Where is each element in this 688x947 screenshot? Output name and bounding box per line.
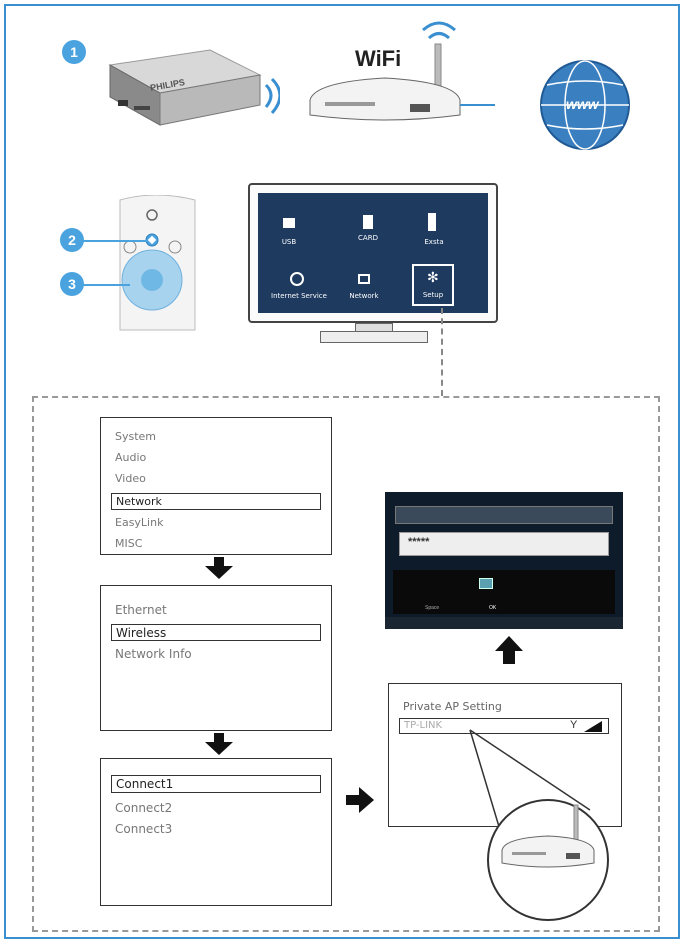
tv-item-setup: Setup	[422, 291, 444, 299]
step-2-label: 2	[68, 232, 76, 248]
up-arrow	[495, 636, 523, 664]
step-1-label: 1	[70, 44, 78, 60]
setup-item-network-selected[interactable]: Network	[111, 493, 321, 510]
ap-ssid-label: TP-LINK	[404, 720, 443, 731]
password-field[interactable]: *****	[399, 532, 609, 556]
internet-globe	[540, 60, 630, 150]
keyboard-selected-key[interactable]	[479, 578, 493, 589]
keyboard-grid[interactable]	[393, 570, 615, 614]
step-2-line	[80, 240, 148, 242]
connect-item-3[interactable]: Connect3	[115, 822, 173, 836]
step-1-badge: 1	[62, 40, 86, 64]
network-icon	[358, 274, 370, 284]
step-3-badge: 3	[60, 272, 84, 296]
down-arrow-1	[205, 557, 233, 579]
tv-item-card: CARD	[358, 234, 378, 242]
setup-menu: System Audio Video Network EasyLink MISC	[100, 417, 332, 555]
settings-flow-panel	[32, 396, 660, 932]
network-item-wireless-selected[interactable]: Wireless	[111, 624, 321, 641]
tv-item-network: Network	[349, 292, 379, 300]
wifi-router	[309, 21, 495, 121]
media-player-device	[108, 49, 280, 126]
password-mask: *****	[408, 536, 430, 548]
remote-control	[119, 195, 196, 331]
storage-icon	[428, 213, 436, 231]
internet-globe-icon	[290, 272, 304, 286]
setup-item-easylink[interactable]: EasyLink	[115, 516, 164, 529]
figure-frame	[4, 4, 680, 939]
keyboard-bottom-bar	[385, 617, 623, 629]
usb-drive-icon	[283, 218, 295, 228]
step-3-line	[80, 284, 130, 286]
network-menu: Ethernet Wireless Network Info	[100, 585, 332, 731]
setup-item-system[interactable]: System	[115, 430, 157, 443]
setup-item-audio[interactable]: Audio	[115, 451, 147, 464]
tv-stand-base	[320, 331, 428, 343]
tv-screen	[258, 193, 488, 313]
tv-item-exsta: Exsta	[424, 238, 444, 246]
tv-setup-highlight[interactable]	[412, 264, 454, 306]
setup-item-misc[interactable]: MISC	[115, 537, 143, 550]
ap-setting-title: Private AP Setting	[403, 700, 502, 713]
keyboard-ok-label[interactable]: OK	[489, 605, 497, 611]
right-arrow	[346, 787, 374, 813]
setup-item-video[interactable]: Video	[115, 472, 146, 485]
step-2-badge: 2	[60, 228, 84, 252]
magnifier-callout	[469, 729, 609, 921]
wifi-label: WiFi	[355, 46, 402, 71]
network-item-ethernet[interactable]: Ethernet	[115, 603, 167, 617]
connect-item-1-selected[interactable]: Connect1	[111, 775, 321, 793]
antenna-icon: Y	[570, 719, 578, 731]
gear-icon: ✻	[427, 269, 439, 285]
down-arrow-2	[205, 733, 233, 755]
connect-menu: Connect1 Connect2 Connect3	[100, 758, 332, 906]
signal-strength-icon	[584, 721, 602, 732]
keyboard-screen: ***** Space OK	[385, 492, 623, 629]
ap-setting-panel: Private AP Setting TP-LINK Y	[388, 683, 622, 827]
connect-item-2[interactable]: Connect2	[115, 801, 173, 815]
tv-item-usb: USB	[281, 238, 297, 246]
ap-ssid-row[interactable]: TP-LINK Y	[399, 718, 609, 734]
connector-dashed-line	[441, 308, 443, 396]
step-3-label: 3	[68, 276, 76, 292]
tv-item-internet-service: Internet Service	[271, 292, 327, 300]
globe-label: www	[566, 96, 599, 112]
network-item-info[interactable]: Network Info	[115, 647, 192, 661]
sd-card-icon	[363, 215, 373, 229]
keyboard-top-bar	[395, 506, 613, 524]
keyboard-space-label[interactable]: Space	[425, 605, 440, 611]
